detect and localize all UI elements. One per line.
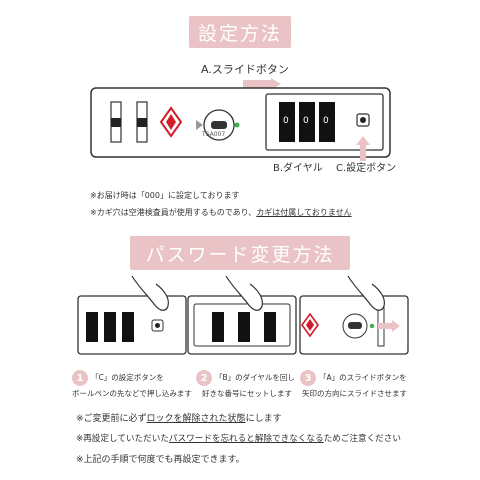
finger-icon	[131, 275, 169, 311]
tsa-text: TSA007	[202, 131, 226, 138]
note-keyhole-text: ※カギ穴は空港検査員が使用するものであり、	[90, 208, 257, 217]
note-default-setting: ※お届け時は「000」に設定しております	[90, 191, 240, 200]
finger-icon	[347, 275, 385, 311]
note-emphasis: ロックを解除された状態	[146, 414, 246, 424]
step3-text1: 「A」のスライドボタンを	[319, 373, 407, 382]
step2-line1: 2「B」のダイヤルを回し	[196, 370, 295, 386]
dial-digit: 0	[283, 116, 289, 126]
step2-diagram	[187, 295, 297, 355]
label-slide-button: A.スライドボタン	[201, 63, 289, 76]
step1-line2: ボールペンの先などで押し込みます	[72, 389, 192, 398]
note-text: ※ご変更前に必ず	[76, 414, 147, 424]
step3-line1: 3「A」のスライドボタンを	[300, 370, 407, 386]
note-keyhole-emphasis: カギは付属しておりません	[256, 208, 352, 217]
step1-diagram	[77, 295, 187, 355]
step2-text1: 「B」のダイヤルを回し	[215, 373, 295, 382]
note-text: にします	[245, 414, 282, 424]
step2-number: 2	[196, 370, 212, 386]
step3-line2: 矢印の方向にスライドさせます	[302, 389, 407, 398]
note-before-change: ※ご変更前に必ずロックを解除された状態にします	[76, 411, 282, 424]
step1-line1: 1「C」の設定ボタンを	[72, 370, 164, 386]
lock-diagram-main	[90, 87, 391, 158]
note-text: ※再設定していただいた	[76, 434, 169, 444]
step1-text1: 「C」の設定ボタンを	[91, 373, 164, 382]
dial-digit: 0	[303, 116, 309, 126]
note-text: ※上記の手順で何度でも再設定できます。	[76, 455, 245, 465]
step1-number: 1	[72, 370, 88, 386]
note-emphasis: パスワードを忘れると解除できなくなる	[168, 434, 324, 444]
label-dial: B.ダイヤル	[273, 163, 323, 174]
slide-arrow-icon	[378, 320, 400, 332]
note-text: ためご注意ください	[323, 434, 401, 444]
note-forget-warning: ※再設定していただいたパスワードを忘れると解除できなくなるためご注意ください	[76, 432, 401, 444]
slide-arrow-icon	[243, 78, 281, 90]
section1-title: 設定方法	[189, 16, 291, 48]
label-set-button: C.設定ボタン	[336, 163, 397, 174]
section2-title: パスワード変更方法	[130, 236, 350, 270]
step2-line2: 好きな番号にセットします	[202, 389, 292, 398]
note-keyhole: ※カギ穴は空港検査員が使用するものであり、カギは付属しておりません	[90, 207, 352, 218]
up-arrow-icon	[356, 136, 370, 161]
step3-number: 3	[300, 370, 316, 386]
note-reset-anytime: ※上記の手順で何度でも再設定できます。	[76, 452, 245, 465]
finger-icon	[225, 275, 263, 311]
dial-digit: 0	[323, 116, 329, 126]
